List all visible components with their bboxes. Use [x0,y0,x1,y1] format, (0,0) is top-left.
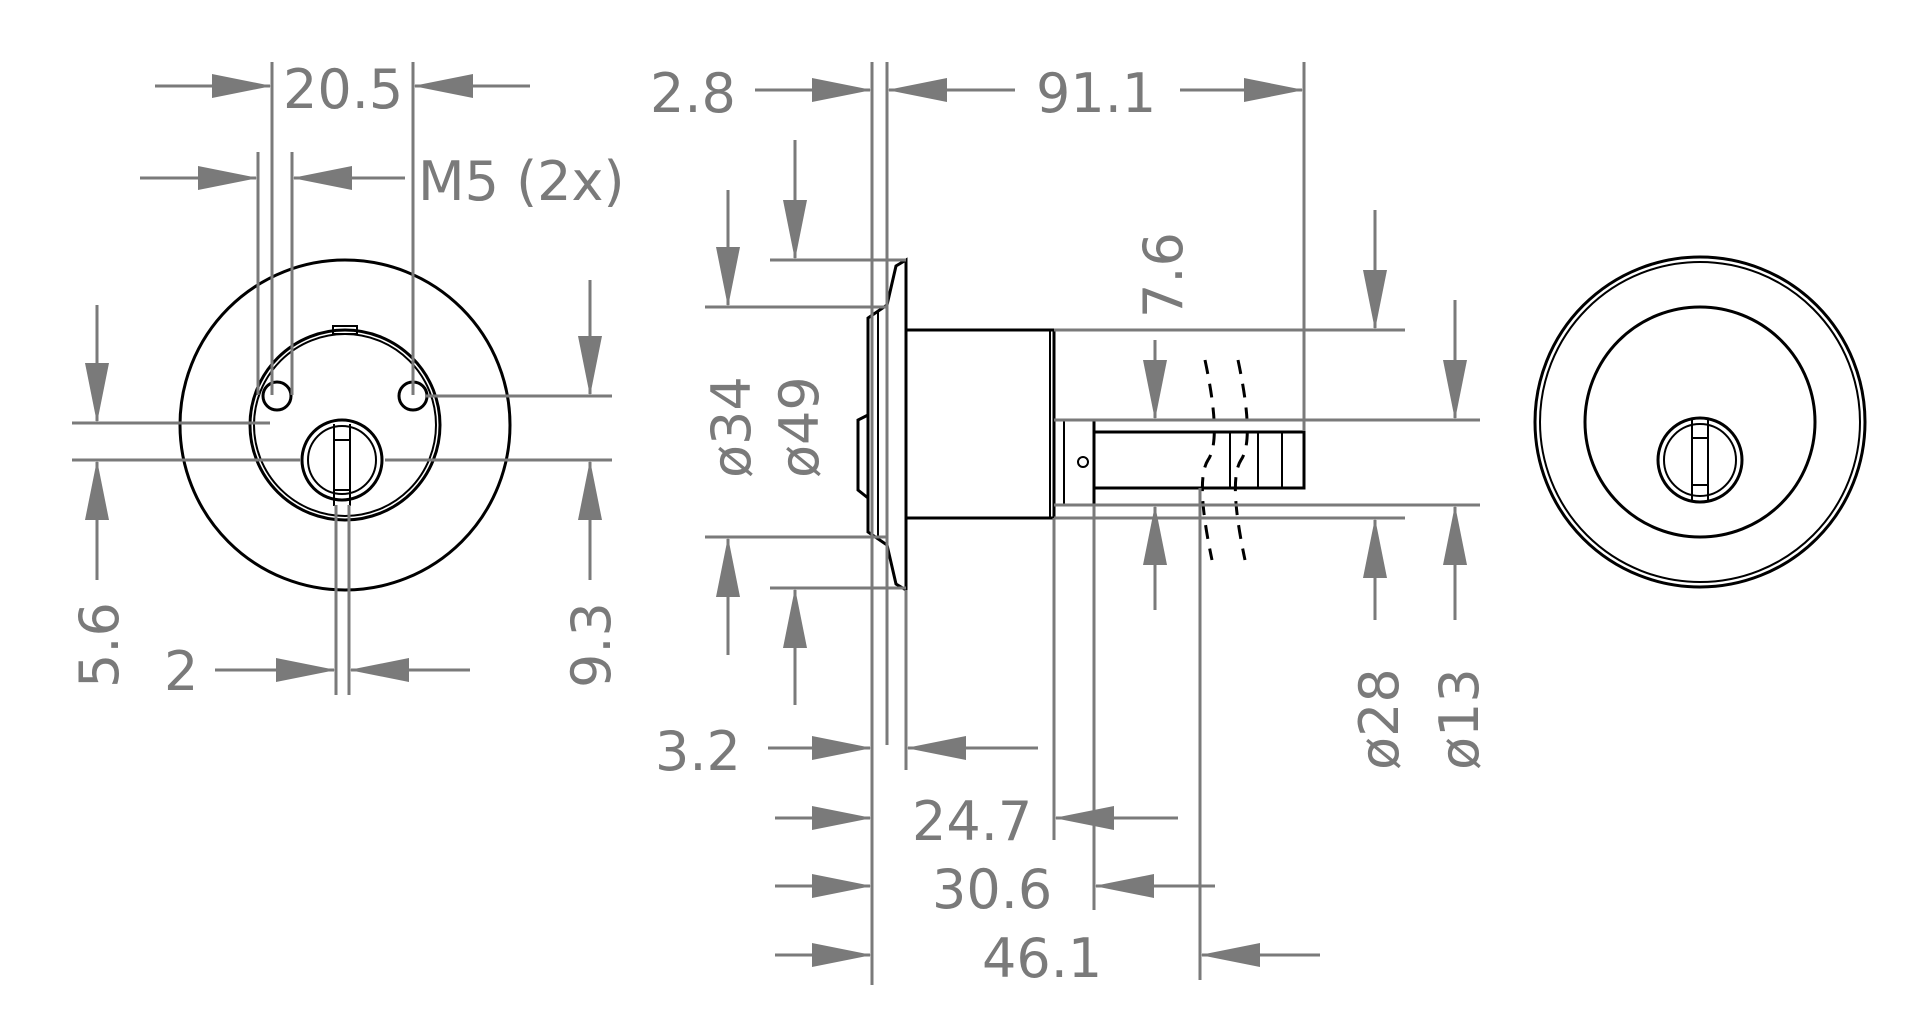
arrow [413,74,473,98]
arrow [1200,943,1260,967]
front-keyway [333,424,351,506]
dim-30-6-label: 30.6 [932,858,1052,921]
dim-dia-49-label: ø49 [768,376,831,478]
front-notch [332,325,358,335]
side-body [904,328,1056,520]
arrow [578,336,602,396]
arrow [578,460,602,520]
arrow [1054,806,1114,830]
dim-2-8-label: 2.8 [650,62,736,125]
side-cam-pin [1077,456,1089,468]
arrow [812,943,872,967]
side-view: 2.8 91.1 ø34 ø49 7.6 3.2 [650,62,1491,990]
arrow [1094,874,1154,898]
dim-46-1-label: 46.1 [982,927,1102,990]
arrow [292,166,352,190]
arrow [1363,270,1387,330]
dim-dia-28-label: ø28 [1348,668,1411,770]
rear-view [1533,255,1867,589]
dim-5-6-label: 5.6 [68,602,131,688]
dim-7-6-label: 7.6 [1132,232,1195,318]
dim-3-2-label: 3.2 [655,720,741,783]
dim-9-3-label: 9.3 [560,602,623,688]
arrow [716,537,740,597]
arrow [1363,518,1387,578]
arrow [812,806,872,830]
side-break-line-2 [1233,359,1249,561]
arrow [812,78,872,102]
rear-keyway [1691,420,1709,502]
front-view: 20.5 M5 (2x) 5.6 2 9.3 [68,58,625,703]
dim-m5-label: M5 (2x) [418,150,625,213]
dim-dia-34-label: ø34 [700,376,763,478]
arrow [1244,78,1304,102]
arrow [783,200,807,260]
arrow [85,363,109,423]
arrow [1443,505,1467,565]
arrow [1443,360,1467,420]
arrow [1143,360,1167,420]
front-rose-circle [178,258,512,592]
arrow [716,247,740,307]
rear-rose-circle [1533,255,1867,589]
front-plug-circle [300,418,384,502]
arrow [812,874,872,898]
front-inner-circle-2 [253,333,437,517]
side-face [856,413,869,500]
rear-plug-inner [1663,423,1737,497]
arrow [906,736,966,760]
arrow [349,658,409,682]
front-inner-circle [248,328,442,522]
side-rose [885,257,908,593]
rear-body-circle [1583,305,1817,539]
rear-rose-inner [1539,261,1861,583]
arrow [276,658,336,682]
front-screw-hole-left [261,380,293,412]
arrow [812,736,872,760]
front-plug-inner [307,425,377,495]
dim-91-1-label: 91.1 [1036,62,1156,125]
dim-dia-13-label: ø13 [1428,668,1491,770]
side-break-line-1 [1200,359,1216,561]
rear-plug-circle [1656,416,1744,504]
arrow [198,166,258,190]
arrow [85,460,109,520]
arrow [887,78,947,102]
arrow [1143,505,1167,565]
arrow [212,74,272,98]
dim-20-5-label: 20.5 [283,58,403,121]
arrow [783,588,807,648]
dim-24-7-label: 24.7 [912,790,1032,853]
side-tailpiece [1092,430,1306,490]
dim-2-label: 2 [164,640,198,703]
